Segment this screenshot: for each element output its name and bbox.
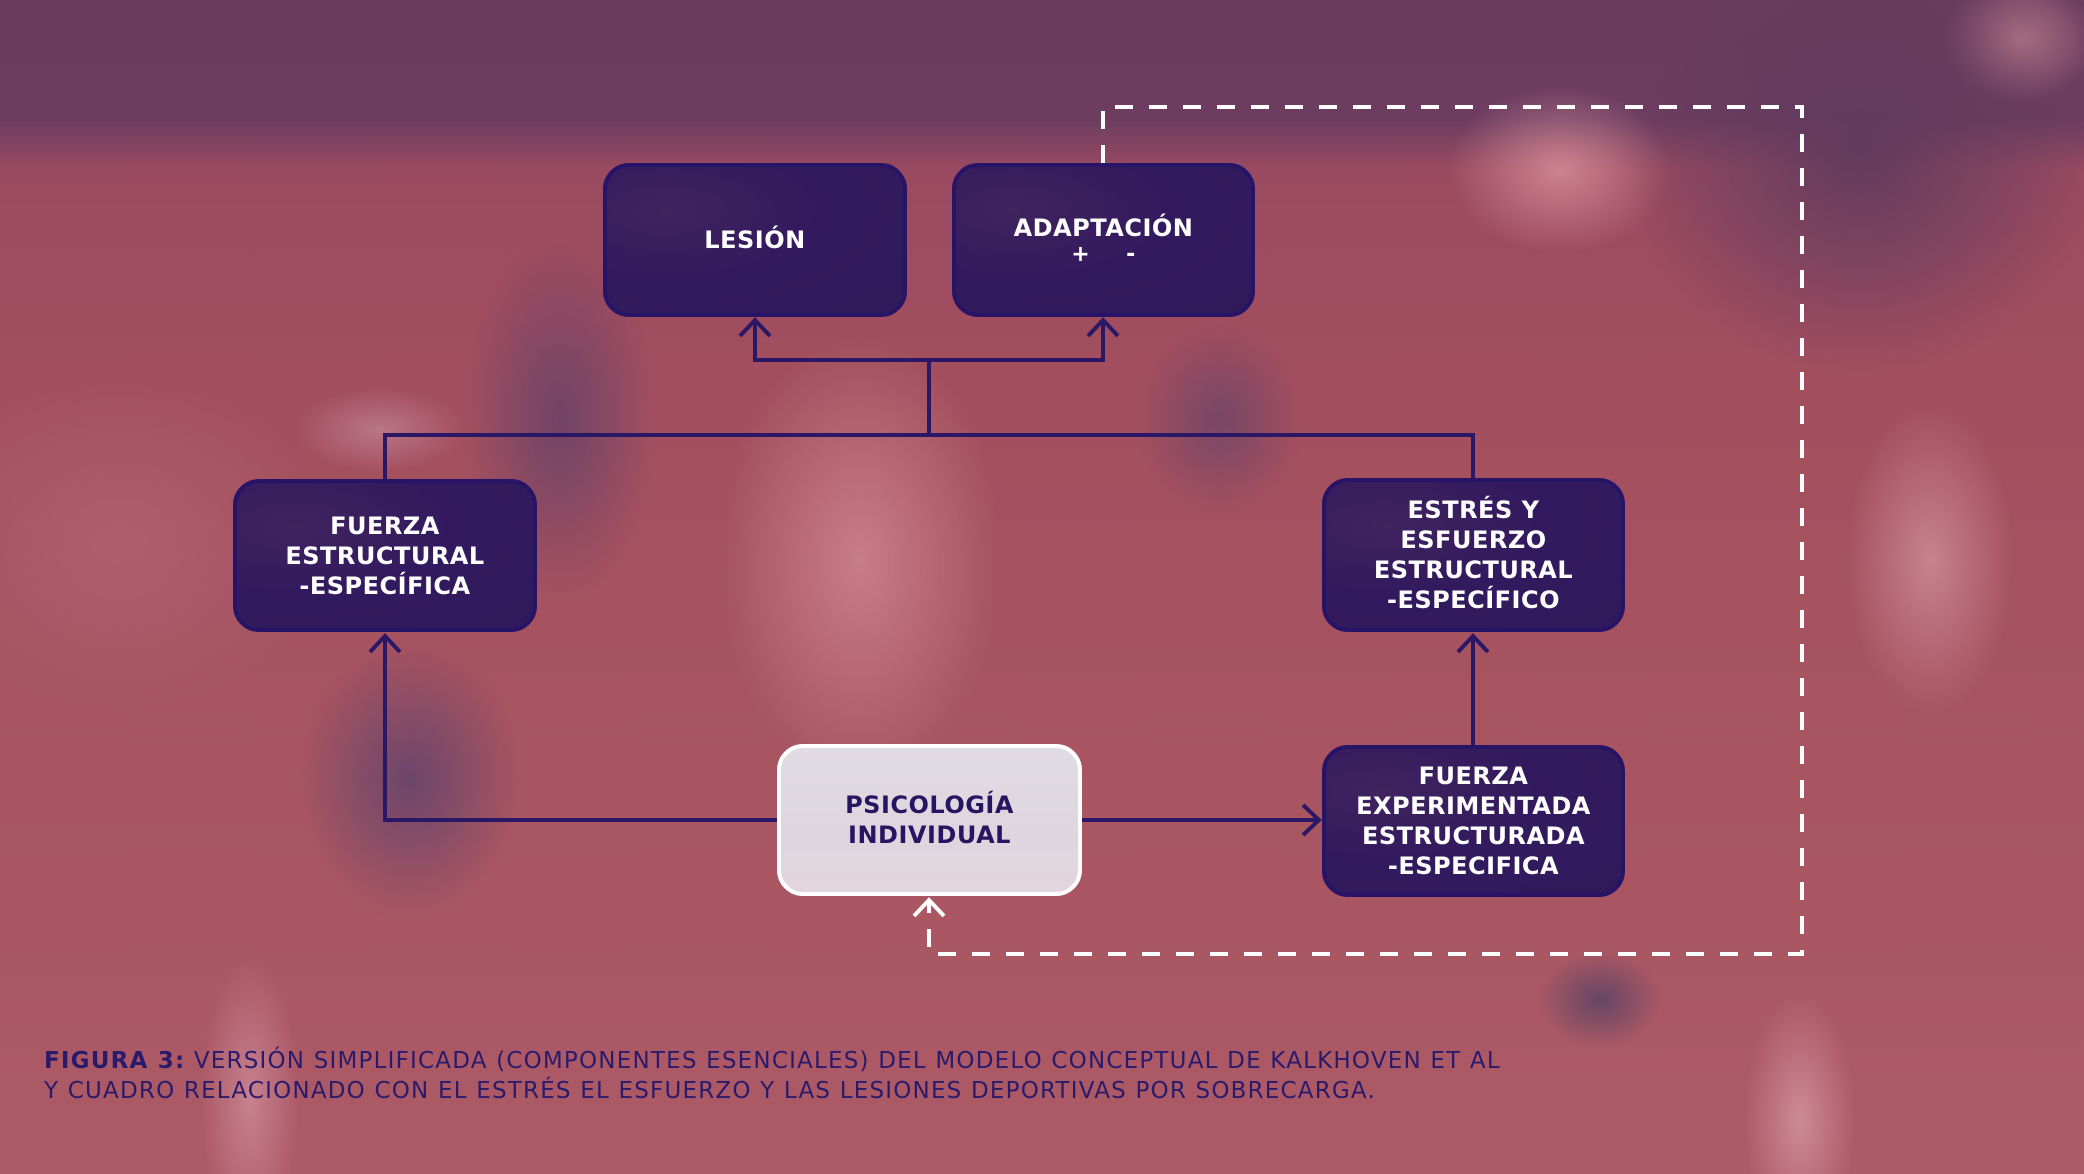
node-label-line: ESTRUCTURAL	[1373, 556, 1574, 584]
node-label-line: ESFUERZO	[1400, 526, 1547, 554]
node-adaptacion-label: ADAPTACIÓN	[1013, 214, 1194, 242]
arrowhead-experimentada-icon	[1301, 803, 1322, 837]
node-label-line: INDIVIDUAL	[848, 821, 1011, 849]
node-fuerza-estructural: FUERZA ESTRUCTURAL -ESPECÍFICA	[233, 479, 537, 632]
figure-caption: FIGURA 3: VERSIÓN SIMPLIFICADA (COMPONEN…	[44, 1046, 1501, 1106]
connector-main-bar	[383, 433, 1475, 479]
node-label-line: FUERZA	[330, 511, 440, 540]
node-label-line: -ESPECIFICA	[1387, 852, 1560, 880]
node-label-line: PSICOLOGÍA	[845, 791, 1014, 819]
node-label-line: ESTRUCTURAL	[285, 541, 485, 570]
caption-text-1: VERSIÓN SIMPLIFICADA (COMPONENTES ESENCI…	[185, 1048, 1501, 1074]
dashed-feedback-loop	[927, 105, 1804, 956]
arrowhead-estres-icon	[1456, 633, 1490, 654]
node-lesion: LESIÓN	[603, 163, 907, 317]
node-label-line: -ESPECÍFICO	[1386, 586, 1560, 614]
node-fuerza-experimentada: FUERZA EXPERIMENTADA ESTRUCTURADA -ESPEC…	[1322, 745, 1625, 897]
connector-psicologia-left	[383, 636, 777, 822]
arrowhead-adaptacion-icon	[1086, 317, 1120, 338]
node-adaptacion: ADAPTACIÓN + -	[952, 163, 1255, 317]
caption-label: FIGURA 3:	[44, 1048, 186, 1074]
node-lesion-label: LESIÓN	[704, 226, 806, 254]
background-shade	[1620, 0, 2084, 420]
node-label-line: EXPERIMENTADA	[1356, 792, 1591, 820]
minus-sign: -	[1126, 242, 1136, 267]
arrowhead-fuerza-estructural-icon	[368, 633, 402, 654]
node-psicologia-individual: PSICOLOGÍA INDIVIDUAL	[777, 744, 1082, 896]
connector-to-lesion	[753, 320, 1105, 362]
caption-line-1: FIGURA 3: VERSIÓN SIMPLIFICADA (COMPONEN…	[44, 1046, 1501, 1076]
arrowheads	[368, 317, 1490, 837]
node-label-line: ESTRUCTURADA	[1361, 822, 1586, 850]
dashed-arrowhead-icon	[912, 897, 946, 918]
node-estres-esfuerzo: ESTRÉS Y ESFUERZO ESTRUCTURAL -ESPECÍFIC…	[1322, 478, 1625, 632]
adaptacion-signs: + -	[1071, 243, 1136, 267]
plus-sign: +	[1071, 242, 1091, 267]
arrowhead-lesion-icon	[738, 317, 772, 338]
node-label-line: -ESPECÍFICA	[299, 571, 471, 600]
caption-line-2: Y CUADRO RELACIONADO CON EL ESTRÉS EL ES…	[44, 1078, 1376, 1104]
node-label-line: ESTRÉS Y	[1407, 496, 1540, 524]
node-label-line: FUERZA	[1418, 762, 1529, 790]
